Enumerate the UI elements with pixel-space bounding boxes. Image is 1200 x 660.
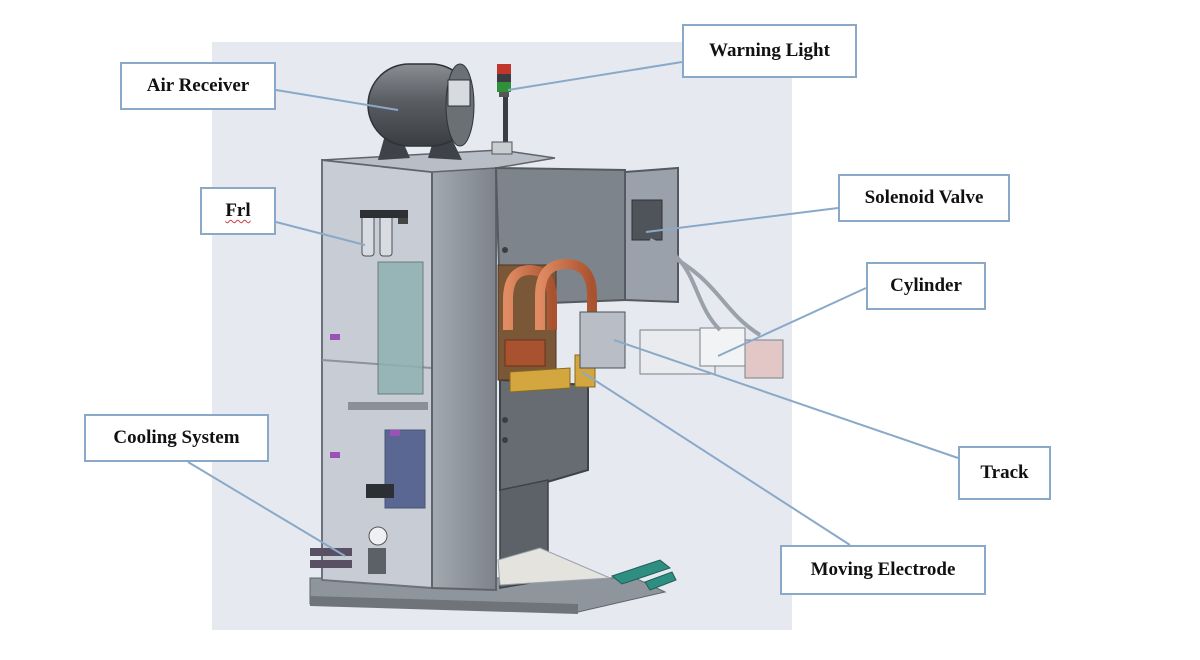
- foot-pedal: [497, 547, 677, 591]
- right-housing: [494, 166, 679, 589]
- warning-light-tower: [491, 64, 513, 155]
- frl-unit: [360, 210, 408, 257]
- label-track: Track: [958, 446, 1051, 500]
- cooling-fittings: [310, 484, 394, 574]
- label-solenoid-valve-text: Solenoid Valve: [864, 187, 984, 208]
- leader-moving-electrode: [581, 371, 851, 546]
- label-frl: Frl: [200, 187, 276, 235]
- label-air-receiver: Air Receiver: [120, 62, 276, 110]
- label-solenoid-valve: Solenoid Valve: [838, 174, 1010, 222]
- label-warning-light-text: Warning Light: [709, 40, 830, 61]
- leader-track: [613, 339, 959, 459]
- actuator-assembly: [631, 199, 784, 379]
- air-receiver-tank: [367, 63, 475, 160]
- leader-cylinder: [717, 287, 867, 357]
- leader-solenoid-valve: [645, 207, 839, 233]
- leader-air-receiver: [275, 89, 399, 111]
- label-moving-electrode: Moving Electrode: [780, 545, 986, 595]
- leader-warning-light: [507, 61, 683, 91]
- label-warning-light: Warning Light: [682, 24, 857, 78]
- label-cylinder-text: Cylinder: [890, 275, 962, 296]
- main-column: [321, 149, 556, 592]
- side-panel: [321, 158, 433, 590]
- label-cooling-system-text: Cooling System: [113, 427, 240, 448]
- leader-frl: [275, 221, 366, 246]
- leader-lines: [187, 61, 959, 557]
- label-track-text: Track: [980, 462, 1029, 483]
- label-moving-electrode-text: Moving Electrode: [810, 559, 956, 580]
- label-cooling-system: Cooling System: [84, 414, 269, 462]
- electrode-assembly: [497, 258, 626, 393]
- label-cylinder: Cylinder: [866, 262, 986, 310]
- label-frl-text: Frl: [225, 200, 251, 221]
- leader-cooling-system: [187, 461, 346, 557]
- label-air-receiver-text: Air Receiver: [146, 75, 250, 96]
